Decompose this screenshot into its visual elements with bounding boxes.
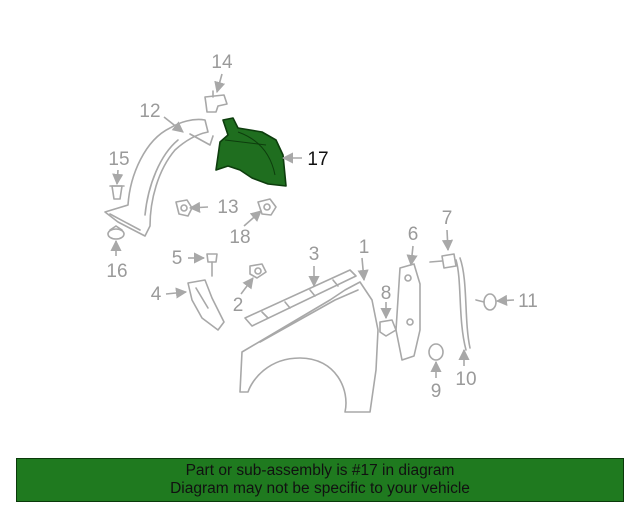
- part-11-grommet[interactable]: [475, 293, 497, 311]
- part-8-nut[interactable]: [379, 319, 397, 337]
- part-4-bracket[interactable]: [187, 279, 225, 331]
- info-banner-line-1: Part or sub-assembly is #17 in diagram: [185, 462, 455, 479]
- part-18-clip[interactable]: [257, 198, 277, 216]
- parts-diagram: 14 12 17 15 13 18 16 5 4 2 3 1 6 7 8 9 1…: [104, 52, 538, 413]
- part-12-wheel-arch-liner[interactable]: [104, 118, 214, 237]
- part-9-washer[interactable]: [428, 343, 444, 361]
- callout-9: 9: [431, 381, 442, 402]
- part-10-seal[interactable]: [455, 257, 471, 351]
- part-17-splash-shield[interactable]: [215, 117, 287, 187]
- callout-7: 7: [442, 208, 453, 229]
- leader-lines: [110, 73, 515, 378]
- callout-14: 14: [211, 52, 233, 73]
- part-14-clip[interactable]: [204, 90, 228, 113]
- callout-6: 6: [408, 224, 419, 245]
- part-7-bolt[interactable]: [429, 253, 457, 269]
- callout-15: 15: [108, 149, 129, 170]
- callout-12: 12: [139, 101, 160, 122]
- callout-16: 16: [106, 261, 127, 282]
- callout-1: 1: [359, 237, 370, 258]
- part-16-retainer[interactable]: [107, 225, 125, 240]
- part-15-push-pin[interactable]: [109, 185, 125, 200]
- info-banner-line-2: Diagram may not be specific to your vehi…: [170, 480, 470, 497]
- part-6-bracket[interactable]: [395, 263, 421, 361]
- part-2-screw[interactable]: [249, 263, 267, 279]
- callout-11: 11: [518, 291, 538, 312]
- callout-17: 17: [307, 149, 328, 170]
- part-1-fender[interactable]: [239, 281, 379, 413]
- callout-8: 8: [381, 283, 392, 304]
- callout-18: 18: [229, 227, 250, 248]
- callout-3: 3: [309, 244, 320, 265]
- callout-4: 4: [151, 284, 162, 305]
- callout-5: 5: [172, 248, 183, 269]
- callout-2: 2: [233, 295, 244, 316]
- callout-labels: 14 12 17 15 13 18 16 5 4 2 3 1 6 7 8 9 1…: [106, 52, 537, 402]
- part-5-bolt[interactable]: [206, 253, 218, 277]
- part-13-clip[interactable]: [175, 199, 193, 217]
- info-banner: Part or sub-assembly is #17 in diagram D…: [16, 458, 624, 502]
- callout-10: 10: [455, 369, 476, 390]
- callout-13: 13: [217, 197, 238, 218]
